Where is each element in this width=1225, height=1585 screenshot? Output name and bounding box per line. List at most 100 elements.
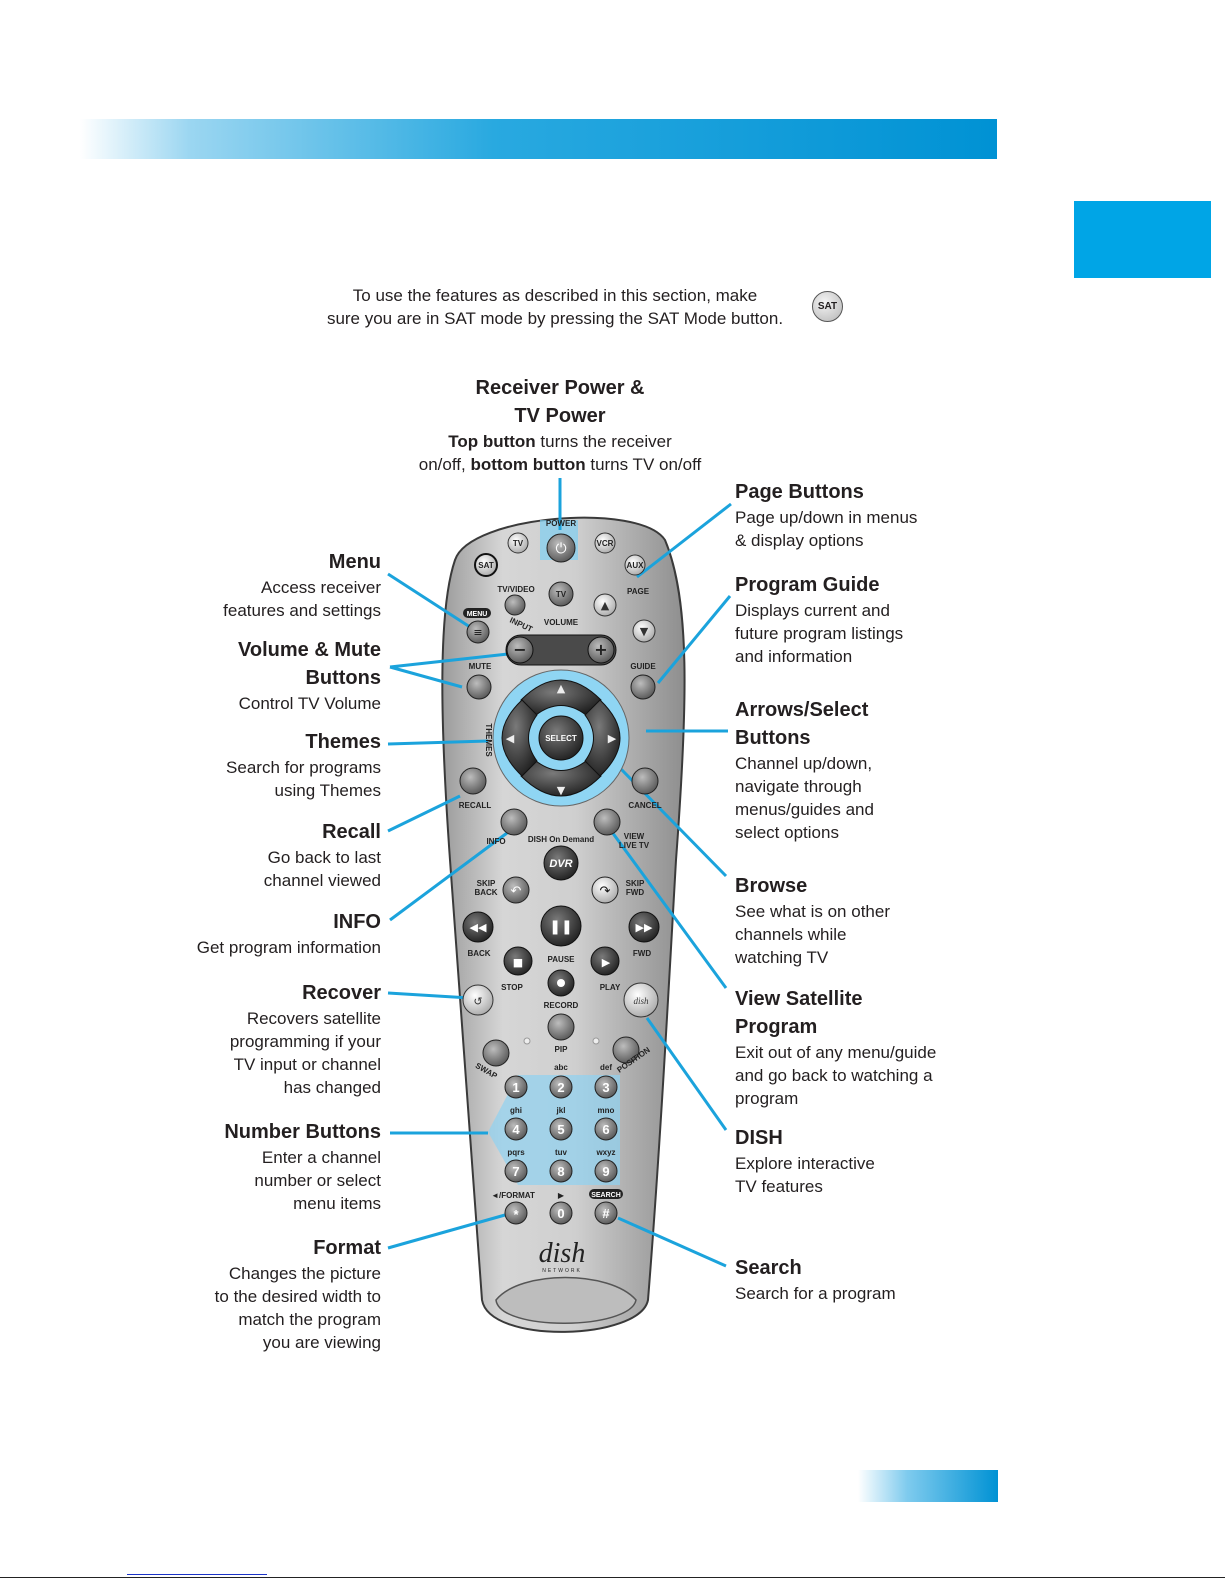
- volume-label: VOLUME: [544, 618, 579, 627]
- number-8-button[interactable]: [549, 1159, 573, 1183]
- number-7-button[interactable]: [504, 1159, 528, 1183]
- position-button[interactable]: [612, 1036, 640, 1064]
- back-button[interactable]: [462, 911, 494, 943]
- leader-lines: [387, 478, 732, 1268]
- recall-button[interactable]: [459, 767, 487, 795]
- tv-mode-label: TV: [513, 539, 524, 548]
- header-gradient-bar: [80, 119, 997, 159]
- themes-label: THEMES: [484, 723, 493, 757]
- arrow-up-button[interactable]: [520, 679, 602, 716]
- callout-guide-title: Program Guide: [735, 574, 880, 596]
- dish-button[interactable]: [623, 982, 659, 1018]
- callout-volume-mute: Volume & Mute Buttons Control TV Volume: [238, 636, 381, 715]
- section-tab: [1074, 201, 1211, 278]
- guide-button[interactable]: [630, 674, 656, 700]
- menu-button[interactable]: [466, 620, 490, 644]
- mute-button[interactable]: [466, 674, 492, 700]
- play-icon: ▶: [602, 956, 611, 969]
- sat-mode-note: To use the features as described in this…: [290, 284, 820, 330]
- callout-recover-line: TV input or channel: [233, 1055, 381, 1074]
- callout-guide-line: and information: [735, 647, 853, 666]
- number-1-button[interactable]: [504, 1075, 528, 1099]
- volume-up-button[interactable]: [587, 636, 615, 664]
- abc-label: abc: [554, 1063, 568, 1072]
- dvr-button[interactable]: [543, 845, 579, 881]
- leader-dish: [645, 1017, 728, 1131]
- callout-format-line: you are viewing: [262, 1333, 381, 1352]
- callout-themes-line: using Themes: [274, 781, 381, 800]
- callout-search-title: Search: [735, 1257, 802, 1279]
- arrow-right-button[interactable]: [584, 699, 621, 777]
- pause-button[interactable]: [540, 905, 582, 947]
- stop-button[interactable]: [503, 946, 533, 976]
- callout-format-title: Format: [313, 1237, 381, 1259]
- aux-mode-button[interactable]: [624, 554, 646, 576]
- pause-label: PAUSE: [548, 955, 576, 964]
- page-label: PAGE: [627, 587, 650, 596]
- vcr-mode-button[interactable]: [594, 532, 616, 554]
- callout-number-buttons: Number Buttons Enter a channel number or…: [224, 1118, 381, 1215]
- minus-icon: −: [513, 640, 526, 659]
- number-2-button[interactable]: [549, 1075, 573, 1099]
- recover-button[interactable]: [462, 984, 494, 1016]
- number-8-label: 8: [557, 1164, 564, 1179]
- arrow-down-icon: ▼: [557, 784, 566, 797]
- number-6-button[interactable]: [594, 1117, 618, 1141]
- play-button[interactable]: [590, 946, 620, 976]
- skip-fwd-label-1: SKIP: [626, 879, 645, 888]
- power-label: POWER: [546, 519, 576, 528]
- callout-format: Format Changes the picture to the desire…: [215, 1234, 381, 1354]
- callout-volume-line: Control TV Volume: [238, 694, 381, 713]
- callout-arrows-title-2: Buttons: [735, 727, 811, 749]
- skip-back-button[interactable]: [502, 876, 530, 904]
- dvr-label: DVR: [549, 858, 572, 870]
- pip-button[interactable]: [547, 1013, 575, 1041]
- view-live-tv-button[interactable]: [593, 808, 621, 836]
- arrow-left-button[interactable]: [501, 699, 538, 777]
- star-format-button[interactable]: [504, 1201, 528, 1225]
- hash-search-button[interactable]: [594, 1201, 618, 1225]
- arrow-down-button[interactable]: [520, 760, 602, 797]
- leader-guide: [656, 595, 732, 684]
- footer-gradient-bar: [858, 1470, 998, 1502]
- skip-back-label-2: BACK: [474, 888, 497, 897]
- format-label: ◄/FORMAT: [491, 1191, 535, 1200]
- number-3-label: 3: [602, 1080, 609, 1095]
- swap-button[interactable]: [482, 1039, 510, 1067]
- select-button[interactable]: [538, 715, 584, 761]
- play-small-icon: ▶: [558, 1191, 565, 1200]
- number-9-button[interactable]: [594, 1159, 618, 1183]
- callout-guide-line: future program listings: [735, 624, 904, 643]
- leader-view: [610, 831, 728, 989]
- cancel-button[interactable]: [631, 767, 659, 795]
- sat-mode-button[interactable]: [474, 553, 498, 577]
- number-3-button[interactable]: [594, 1075, 618, 1099]
- receiver-power-button[interactable]: [546, 533, 576, 563]
- leader-menu: [387, 572, 471, 629]
- number-4-button[interactable]: [504, 1117, 528, 1141]
- tv-power-button[interactable]: [548, 581, 574, 607]
- number-4-label: 4: [512, 1122, 520, 1137]
- number-5-button[interactable]: [549, 1117, 573, 1141]
- callout-power-title-2: TV Power: [514, 405, 606, 427]
- fwd-button[interactable]: [628, 911, 660, 943]
- callout-dish-line: Explore interactive: [735, 1154, 875, 1173]
- number-6-label: 6: [602, 1122, 609, 1137]
- tv-mode-button[interactable]: [507, 532, 529, 554]
- info-button[interactable]: [500, 808, 528, 836]
- number-0-button[interactable]: [549, 1201, 573, 1225]
- callout-page-line: Page up/down in menus: [735, 508, 918, 527]
- page-down-button[interactable]: [632, 619, 656, 643]
- skip-forward-button[interactable]: [591, 876, 619, 904]
- sat-mode-label: SAT: [478, 561, 494, 570]
- callout-program-guide: Program Guide Displays current and futur…: [735, 571, 903, 668]
- leader-recover: [387, 991, 471, 1000]
- callout-arrows-line: select options: [735, 823, 839, 842]
- plus-icon: +: [594, 640, 607, 659]
- page-up-button[interactable]: [593, 593, 617, 617]
- callout-info: INFO Get program information: [197, 908, 381, 959]
- number-0-label: 0: [557, 1206, 564, 1221]
- volume-down-button[interactable]: [506, 636, 534, 664]
- sat-mode-icon: SAT: [812, 291, 843, 322]
- tv-video-button[interactable]: [504, 594, 526, 616]
